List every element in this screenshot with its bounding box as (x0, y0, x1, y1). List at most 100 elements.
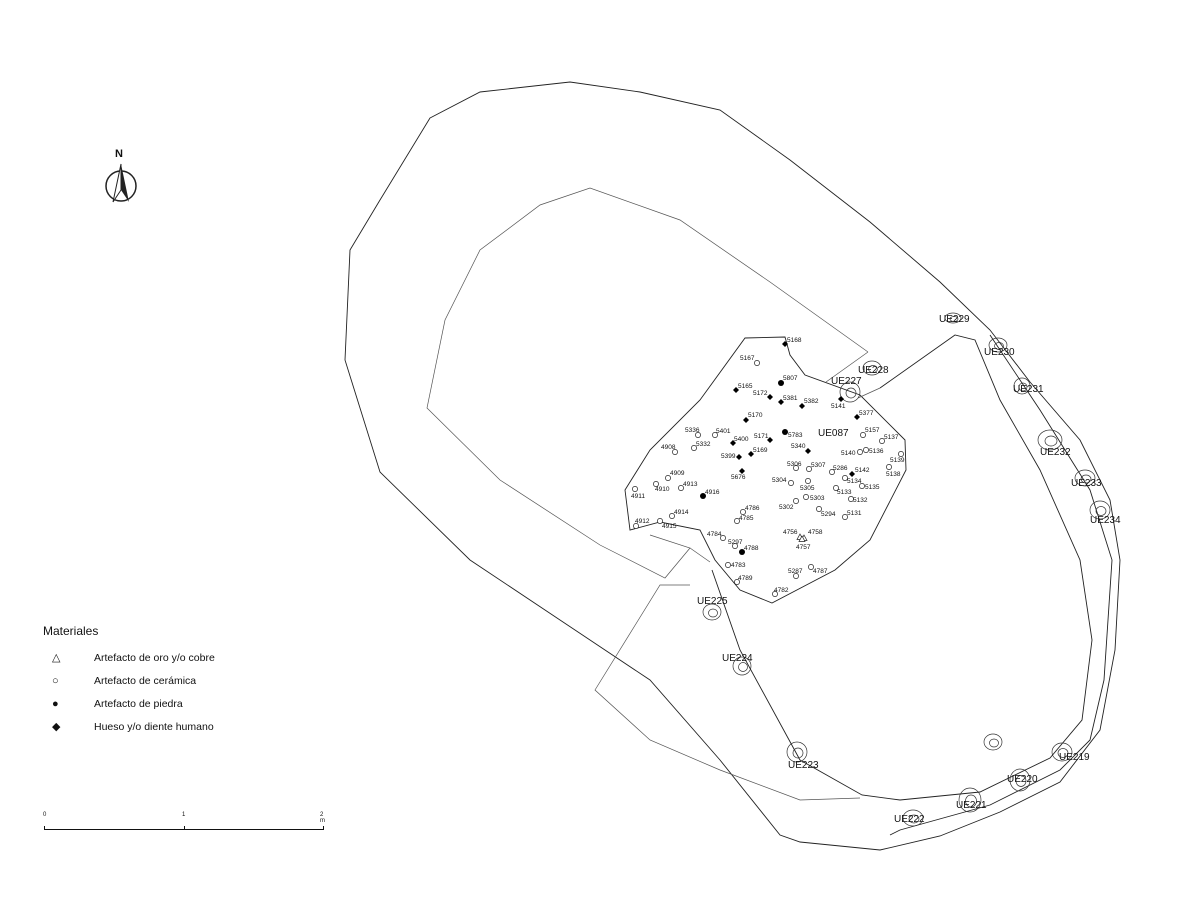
unit-label: UE228 (858, 365, 889, 376)
ceramic-marker-icon (829, 469, 835, 475)
excavation-unit-ue087 (624, 336, 907, 604)
find-label: 4757 (796, 544, 811, 551)
unit-label: UE230 (984, 347, 1015, 358)
bone-marker-icon (767, 437, 773, 443)
ceramic-marker-icon (859, 483, 865, 489)
unit-label: UE225 (697, 596, 728, 607)
pit-outline (738, 662, 748, 672)
find-label: 4756 (783, 529, 798, 536)
pit-outline (1009, 768, 1031, 792)
ceramic-marker-icon (725, 562, 731, 568)
find-label: 5141 (831, 403, 846, 410)
ceramic-marker-icon (793, 573, 799, 579)
unit-label: UE229 (939, 314, 970, 325)
find-label: 4785 (739, 515, 754, 522)
stone-marker-icon (700, 493, 706, 499)
find-5133: 5133 (833, 485, 852, 496)
north-arrow: N (100, 148, 142, 208)
find-5138: 5138 (886, 464, 901, 478)
find-label: 5303 (810, 495, 825, 502)
find-label: 5399 (721, 453, 736, 460)
find-label: 5307 (811, 462, 826, 469)
find-label: 5138 (886, 471, 901, 478)
find-label: 4916 (705, 489, 720, 496)
ring-wall-east (889, 334, 1113, 836)
bone-marker-icon (739, 468, 745, 474)
find-label: 5135 (865, 484, 880, 491)
find-4785: 4785 (734, 515, 754, 524)
find-5399: 5399 (721, 453, 742, 460)
ceramic-marker-icon (734, 518, 740, 524)
find-label: 5294 (821, 511, 836, 518)
find-label: 4908 (661, 444, 676, 451)
find-4912: 4912 (633, 518, 650, 529)
ceramic-marker-icon (788, 480, 794, 486)
find-5137: 5137 (879, 434, 899, 444)
find-5297: 5297 (728, 539, 743, 549)
find-5381: 5381 (778, 395, 798, 405)
find-label: 5401 (716, 428, 731, 435)
pit-outline (839, 381, 861, 403)
bone-marker-icon (778, 399, 784, 405)
find-label: 5134 (847, 478, 862, 485)
find-4784: 4784 (707, 531, 726, 541)
triangle-icon: △ (52, 652, 61, 664)
ceramic-marker-icon (860, 432, 866, 438)
find-5132: 5132 (848, 496, 868, 504)
find-label: 4909 (670, 470, 685, 477)
ceramic-marker-icon (740, 509, 746, 515)
ceramic-marker-icon (657, 518, 663, 524)
find-label: 4787 (813, 568, 828, 575)
find-label: 5306 (787, 461, 802, 468)
find-label: 4913 (683, 481, 698, 488)
legend-label: Hueso y/o diente humano (94, 720, 214, 733)
pit-outline (988, 337, 1008, 353)
ring-wall-inner (711, 334, 1093, 801)
find-label: 5170 (748, 412, 763, 419)
scale-label-2: 2 m (320, 812, 325, 824)
find-label: 5171 (754, 433, 769, 440)
bone-marker-icon (805, 448, 811, 454)
find-5169: 5169 (748, 447, 768, 457)
legend-item-bone: ◆Hueso y/o diente humano (43, 715, 215, 738)
find-5307: 5307 (806, 462, 826, 472)
pit-outline (702, 603, 722, 621)
pit-outline (868, 365, 878, 373)
ceramic-marker-icon (898, 451, 904, 457)
legend-item-stone: ●Artefacto de piedra (43, 692, 215, 715)
find-label: 4914 (674, 509, 689, 516)
find-label: 5381 (783, 395, 798, 402)
pit-outline (1089, 500, 1111, 520)
scale-bar: 0 1 2 m (43, 812, 325, 834)
find-label: 5139 (890, 457, 905, 464)
find-label: 4786 (745, 505, 760, 512)
find-label: 4788 (744, 545, 759, 552)
legend-title: Materiales (43, 624, 99, 638)
find-label: 5304 (772, 477, 787, 484)
find-label: 5132 (853, 497, 868, 504)
find-5807: 5807 (778, 375, 798, 386)
unit-label: UE231 (1013, 384, 1044, 395)
south-structure-outline (594, 584, 861, 801)
find-label: 5136 (869, 448, 884, 455)
find-4757: 4757 (796, 535, 811, 551)
find-label: 5286 (833, 465, 848, 472)
find-label: 5142 (855, 467, 870, 474)
find-5332: 5332 (691, 441, 711, 451)
ceramic-marker-icon (879, 438, 885, 444)
find-5783: 5783 (782, 429, 803, 439)
find-4911: 4911 (631, 486, 645, 500)
find-4910: 4910 (653, 481, 670, 493)
scale-label-1: 1 (182, 812, 186, 818)
find-4914: 4914 (669, 509, 689, 519)
find-5136: 5136 (863, 447, 884, 455)
pit-outline (708, 608, 718, 618)
pit-outline (908, 814, 920, 824)
bone-marker-icon (743, 417, 749, 423)
find-label: 4789 (738, 575, 753, 582)
find-label: 5165 (738, 383, 753, 390)
find-label: 4784 (707, 531, 722, 538)
find-label: 5287 (788, 568, 803, 575)
pit-outline (949, 316, 959, 322)
find-5304: 5304 (772, 477, 794, 486)
